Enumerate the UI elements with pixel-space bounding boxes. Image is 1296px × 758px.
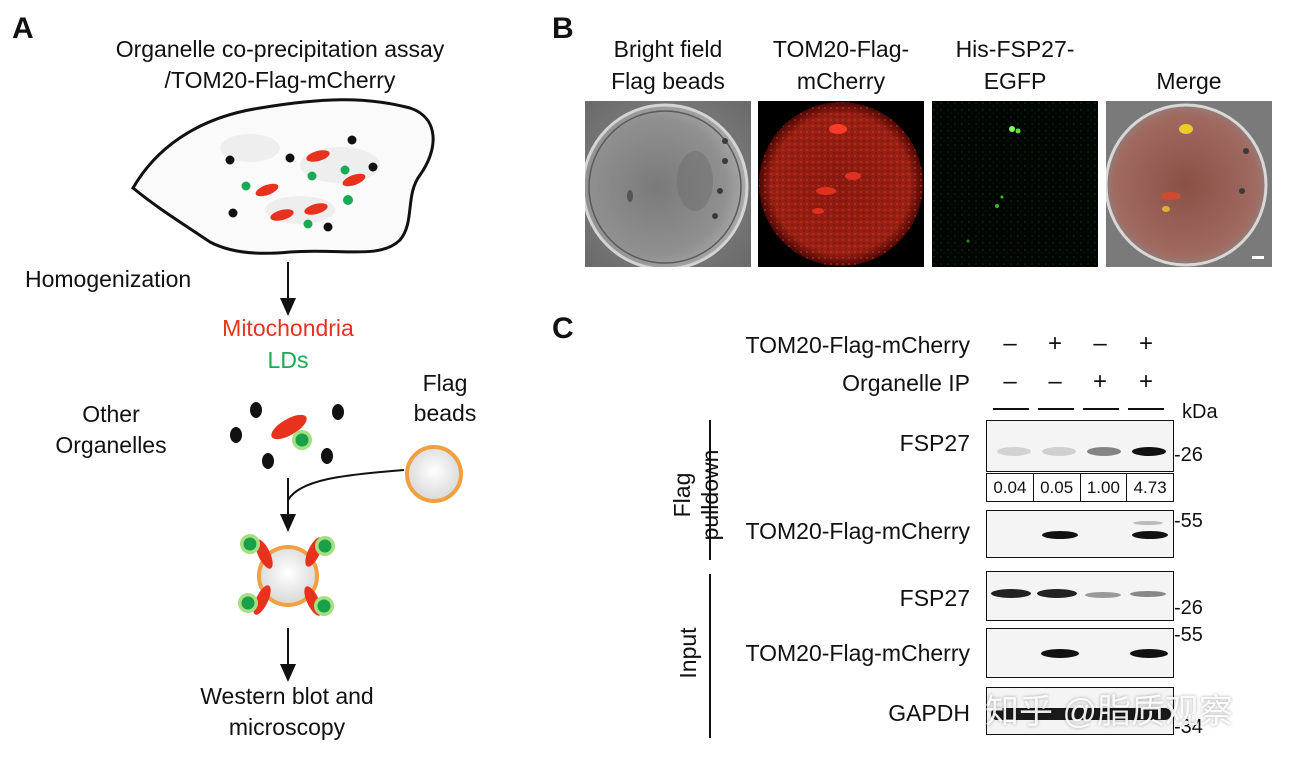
blot-fsp27-input <box>986 571 1174 621</box>
marker-fsp27-pulldown: -26 <box>1174 444 1203 466</box>
other-organelles-line2: Organelles <box>55 432 167 458</box>
blot-label-fsp27-input: FSP27 <box>899 585 970 611</box>
tom20-sign-lane1: – <box>1003 330 1017 357</box>
marker-tom20-pulldown: -55 <box>1174 510 1203 532</box>
watermark: 知乎 @脂质观察 <box>985 693 1233 731</box>
column-header-bright-field-line1: Bright field <box>613 36 723 62</box>
quant-lane4: 4.73 <box>1133 478 1167 497</box>
group-label-flag: Flag <box>669 472 695 518</box>
blot-label-gapdh: GAPDH <box>888 700 970 726</box>
micrograph-tom20-mcherry <box>758 101 924 267</box>
final-step-line2: microscopy <box>228 714 346 740</box>
marker-tom20-input: -55 <box>1174 624 1203 646</box>
ip-sign-lane2: – <box>1048 368 1062 395</box>
panel-a-title-line1: Organelle co-precipitation assay <box>115 36 445 62</box>
marker-fsp27-input: -26 <box>1174 597 1203 619</box>
cell-outline <box>131 98 435 255</box>
fsp27-pulldown-band-lane2 <box>1042 447 1076 456</box>
tom20-sign-lane4: + <box>1138 330 1153 357</box>
tom20-sign-lane3: – <box>1093 330 1107 357</box>
tom20-sign-lane2: + <box>1047 330 1062 357</box>
blot-label-tom20-input: TOM20-Flag-mCherry <box>745 640 971 666</box>
panel-label-b: B <box>552 12 574 45</box>
fsp27-pulldown-band-lane4 <box>1132 447 1166 456</box>
blot-label-fsp27-pulldown: FSP27 <box>899 430 970 456</box>
kda-label: kDa <box>1182 401 1218 423</box>
micrograph-fsp27-egfp <box>932 101 1098 267</box>
column-header-tom20-line2: mCherry <box>796 68 886 94</box>
quant-lane1: 0.04 <box>987 474 1034 501</box>
panel-a-title-line2: /TOM20-Flag-mCherry <box>164 67 396 93</box>
micrograph-bright-field <box>585 101 751 267</box>
blot-fsp27-pulldown <box>986 420 1174 472</box>
fsp27-pulldown-band-lane3 <box>1087 447 1121 456</box>
lane-separators <box>993 408 1164 410</box>
row-label-organelle-ip: Organelle IP <box>842 370 970 396</box>
scale-bar <box>1252 256 1264 259</box>
ip-sign-lane3: + <box>1092 368 1107 395</box>
blot-tom20-input <box>986 628 1174 678</box>
homogenization-label: Homogenization <box>25 266 192 292</box>
column-header-fsp27-line1: His-FSP27- <box>955 36 1075 62</box>
column-header-tom20-line1: TOM20-Flag- <box>772 36 910 62</box>
quantification-row: 0.04 0.05 1.00 4.73 <box>986 473 1174 502</box>
column-header-bright-field-line2: Flag beads <box>611 68 725 94</box>
row-label-tom20-flag-mcherry: TOM20-Flag-mCherry <box>745 332 971 358</box>
other-organelles-line1: Other <box>82 401 140 427</box>
mitochondria-label: Mitochondria <box>222 315 354 341</box>
blot-label-tom20-pulldown: TOM20-Flag-mCherry <box>745 518 971 544</box>
group-brackets <box>709 420 711 738</box>
panel-label-a: A <box>12 12 34 45</box>
flag-beads-line1: Flag <box>422 370 468 396</box>
flag-beads-line2: beads <box>413 400 477 426</box>
ip-sign-lane1: – <box>1003 368 1017 395</box>
assay-schematic <box>131 98 463 682</box>
fsp27-pulldown-band-lane1 <box>997 447 1031 456</box>
column-header-fsp27-line2: EGFP <box>983 68 1047 94</box>
quant-lane2: 0.05 <box>1034 474 1081 501</box>
blot-gapdh <box>986 687 1174 735</box>
final-step-line1: Western blot and <box>200 683 374 709</box>
blot-tom20-pulldown <box>986 510 1174 558</box>
micrograph-merge <box>1106 101 1272 267</box>
lds-label: LDs <box>267 347 309 373</box>
panel-label-c: C <box>552 312 574 345</box>
column-header-merge: Merge <box>1156 68 1222 94</box>
marker-gapdh: -34 <box>1174 716 1203 738</box>
ip-sign-lane4: + <box>1138 368 1153 395</box>
quant-lane3: 1.00 <box>1081 474 1128 501</box>
